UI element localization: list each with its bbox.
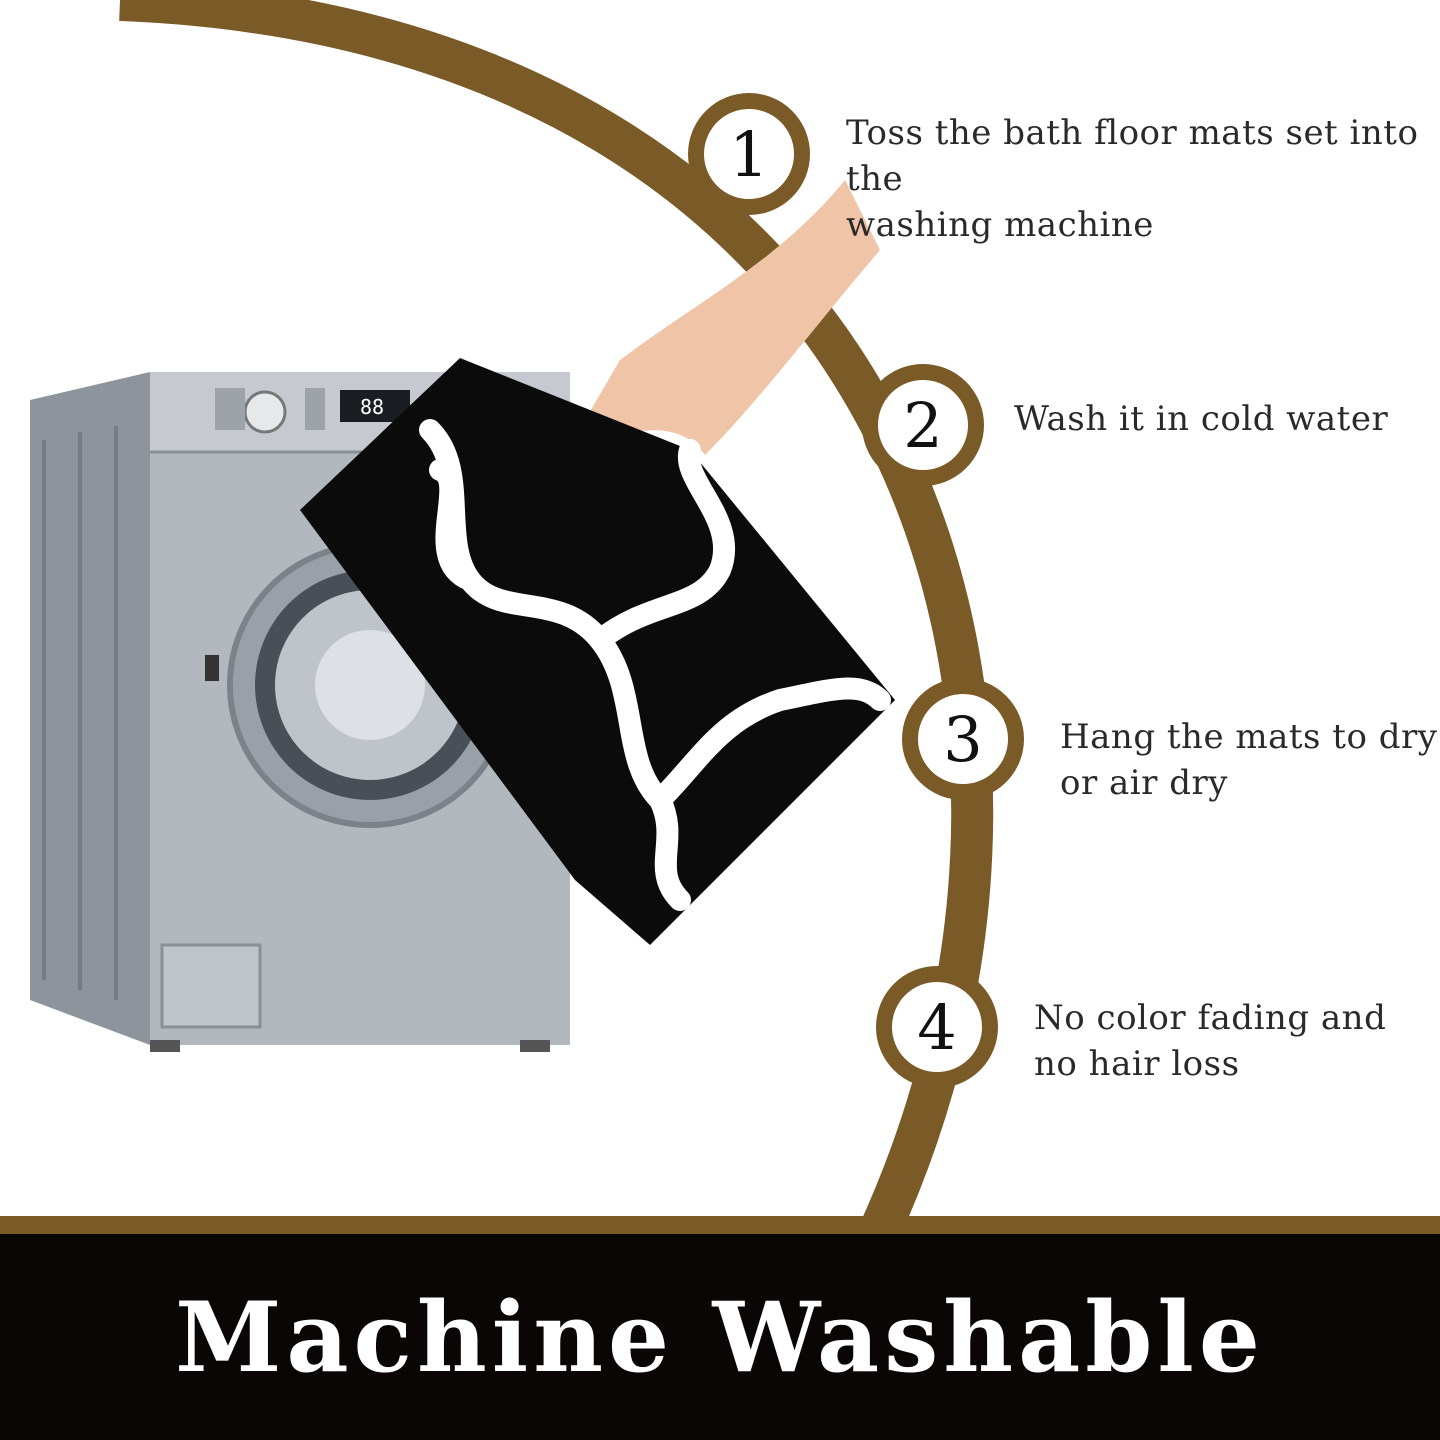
step-1-line-2: washing machine — [846, 205, 1154, 245]
washer-display: 88 — [360, 395, 384, 419]
step-2-text: Wash it in cold water — [1014, 396, 1388, 442]
step-1-line-1: Toss the bath floor mats set into the — [846, 113, 1419, 199]
step-4-line-1: No color fading and — [1034, 998, 1387, 1038]
step-4-line-2: no hair loss — [1034, 1044, 1240, 1084]
step-4-number: 4 — [917, 990, 957, 1064]
banner-stripe — [0, 1216, 1440, 1234]
step-3-line-2: or air dry — [1060, 763, 1228, 803]
step-1-number-badge: 1 — [688, 93, 810, 215]
step-3-number-badge: 3 — [902, 678, 1024, 800]
step-2-number-badge: 2 — [862, 364, 984, 486]
bath-mat — [300, 358, 895, 945]
step-1-number: 1 — [729, 117, 769, 191]
step-1-text: Toss the bath floor mats set into the wa… — [846, 110, 1440, 248]
step-3-text: Hang the mats to dry or air dry — [1060, 714, 1437, 806]
step-4-text: No color fading and no hair loss — [1034, 995, 1386, 1087]
step-3-number: 3 — [943, 702, 983, 776]
step-4-number-badge: 4 — [876, 966, 998, 1088]
step-2-number: 2 — [903, 388, 943, 462]
arm — [585, 180, 880, 455]
step-2-line-1: Wash it in cold water — [1014, 399, 1389, 439]
banner: Machine Washable — [0, 1234, 1440, 1440]
step-3-line-1: Hang the mats to dry — [1060, 717, 1438, 757]
banner-title: Machine Washable — [175, 1280, 1265, 1394]
